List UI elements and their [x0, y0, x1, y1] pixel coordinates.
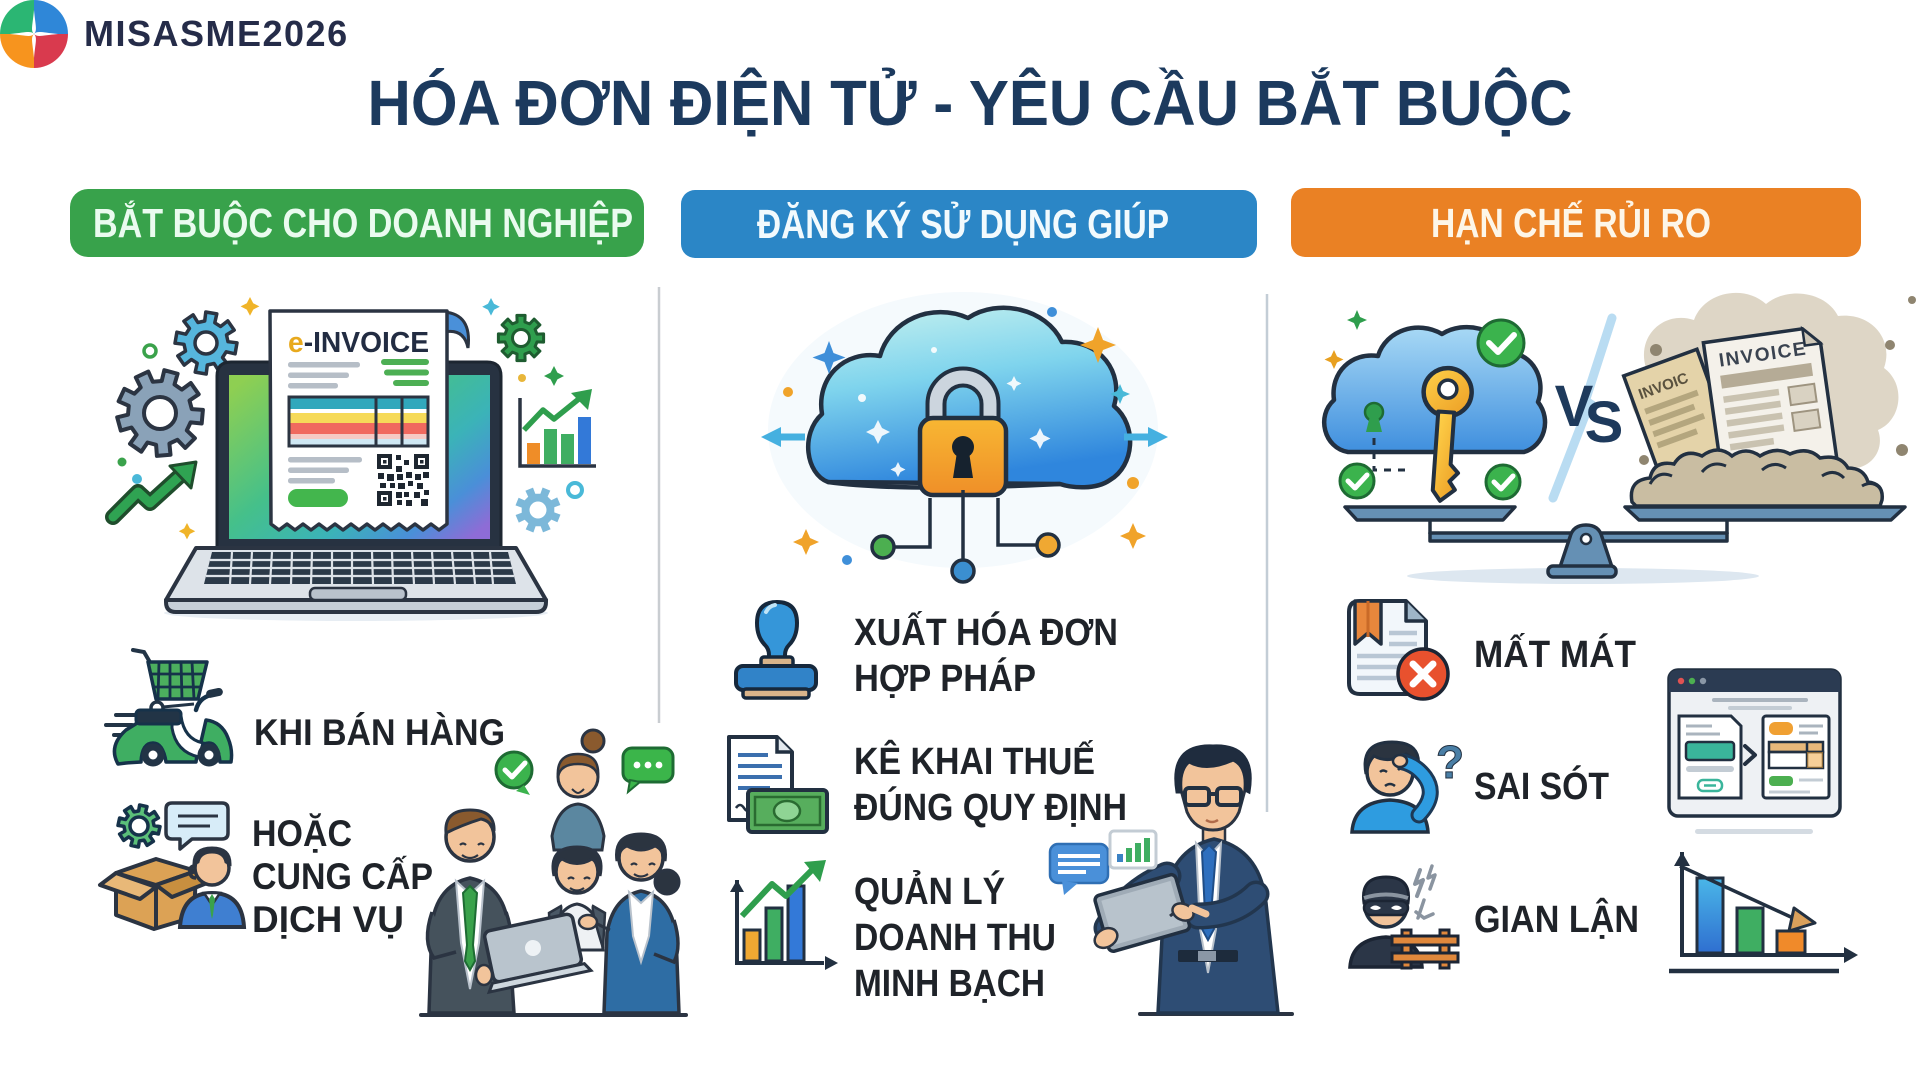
svg-text:HỢP PHÁP: HỢP PHÁP — [854, 656, 1036, 700]
svg-text:GIAN LẬN: GIAN LẬN — [1474, 897, 1639, 941]
svg-text:CUNG CẤP: CUNG CẤP — [252, 856, 433, 897]
svg-text:DỊCH VỤ: DỊCH VỤ — [252, 899, 404, 940]
svg-text:V: V — [1555, 374, 1594, 439]
svg-text:MISASME2026: MISASME2026 — [84, 13, 349, 54]
svg-text:HÓA ĐƠN ĐIỆN TỬ - YÊU CẦU BẮT: HÓA ĐƠN ĐIỆN TỬ - YÊU CẦU BẮT BUỘC — [368, 66, 1573, 139]
svg-text:ĐĂNG KÝ SỬ DỤNG GIÚP: ĐĂNG KÝ SỬ DỤNG GIÚP — [757, 201, 1169, 247]
svg-text:KHI BÁN HÀNG: KHI BÁN HÀNG — [254, 712, 505, 753]
svg-text:MẤT MÁT: MẤT MÁT — [1474, 632, 1636, 676]
svg-text:KÊ KHAI THUẾ: KÊ KHAI THUẾ — [854, 739, 1095, 783]
svg-text:XUẤT HÓA ĐƠN: XUẤT HÓA ĐƠN — [854, 610, 1118, 654]
svg-text:QUẢN LÝ: QUẢN LÝ — [854, 869, 1005, 913]
svg-text:HOẶC: HOẶC — [252, 813, 352, 854]
svg-text:SAI SÓT: SAI SÓT — [1474, 764, 1609, 808]
svg-text:MINH BẠCH: MINH BẠCH — [854, 963, 1045, 1005]
svg-text:HẠN CHẾ RỦI RO: HẠN CHẾ RỦI RO — [1431, 200, 1711, 246]
svg-text:BẮT BUỘC CHO DOANH NGHIỆP: BẮT BUỘC CHO DOANH NGHIỆP — [93, 200, 633, 246]
svg-text:e-INVOICE: e-INVOICE — [288, 327, 429, 359]
svg-text:?: ? — [1436, 736, 1464, 788]
svg-text:S: S — [1585, 390, 1624, 455]
svg-text:DOANH THU: DOANH THU — [854, 917, 1056, 959]
svg-text:ĐÚNG QUY ĐỊNH: ĐÚNG QUY ĐỊNH — [854, 785, 1127, 829]
